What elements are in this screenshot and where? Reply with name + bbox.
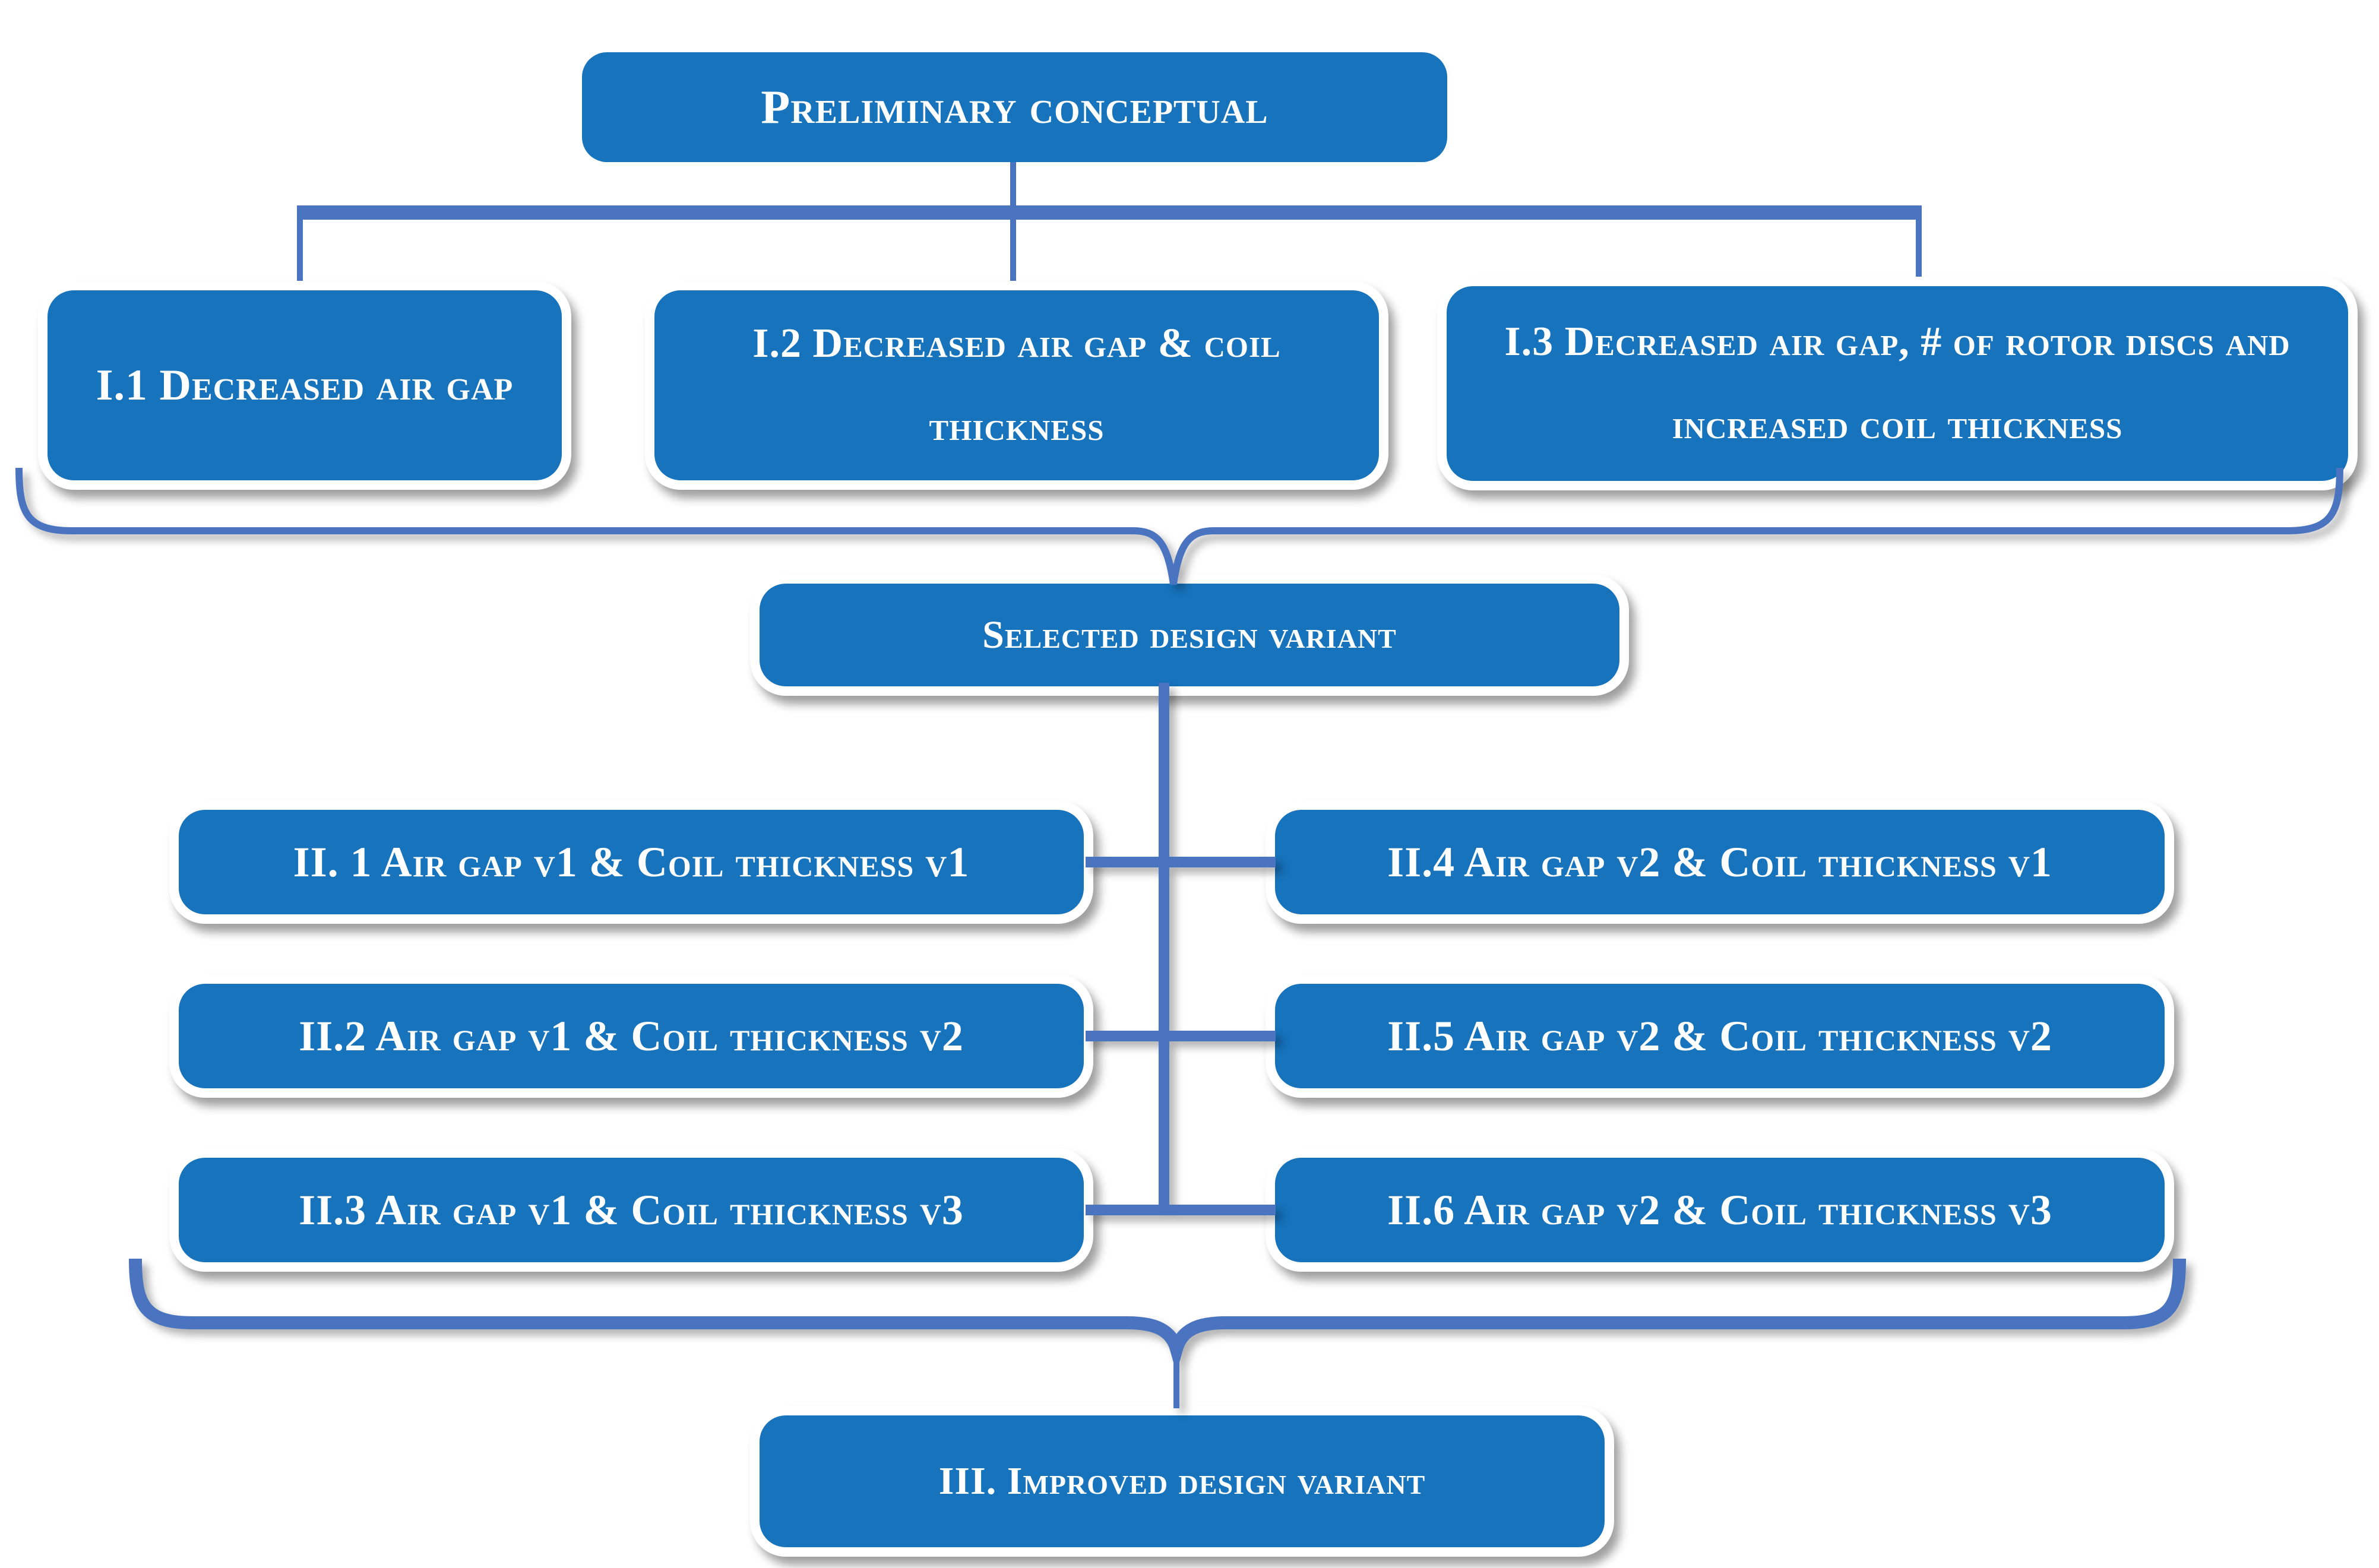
node-selected-label: Selected design variant bbox=[982, 613, 1397, 657]
node-selected-design-variant: Selected design variant bbox=[750, 574, 1629, 696]
node-i3-decreased-air-gap-rotor: I.3 Decreased air gap, # of rotor discs … bbox=[1437, 277, 2358, 490]
node-ii3-inner: II.3 Air gap v1 & Coil thickness v3 bbox=[179, 1158, 1084, 1262]
node-ii1-inner: II. 1 Air gap v1 & Coil thickness v1 bbox=[179, 810, 1084, 914]
node-i3-label: I.3 Decreased air gap, # of rotor discs … bbox=[1504, 319, 2291, 448]
node-ii3-label: II.3 Air gap v1 & Coil thickness v3 bbox=[299, 1186, 964, 1234]
node-i1-inner: I.1 Decreased air gap bbox=[48, 290, 562, 480]
node-ii2: II.2 Air gap v1 & Coil thickness v2 bbox=[169, 974, 1093, 1098]
node-ii1: II. 1 Air gap v1 & Coil thickness v1 bbox=[169, 800, 1093, 924]
node-ii5-inner: II.5 Air gap v2 & Coil thickness v2 bbox=[1275, 984, 2165, 1088]
node-selected-inner: Selected design variant bbox=[760, 584, 1619, 686]
node-ii6: II.6 Air gap v2 & Coil thickness v3 bbox=[1266, 1148, 2174, 1272]
node-ii5-label: II.5 Air gap v2 & Coil thickness v2 bbox=[1387, 1012, 2052, 1060]
node-i1-decreased-air-gap: I.1 Decreased air gap bbox=[38, 281, 571, 490]
node-improved-inner: III. Improved design variant bbox=[760, 1415, 1605, 1547]
node-improved-design-variant: III. Improved design variant bbox=[750, 1406, 1614, 1557]
node-improved-label: III. Improved design variant bbox=[938, 1459, 1426, 1503]
node-ii4: II.4 Air gap v2 & Coil thickness v1 bbox=[1266, 800, 2174, 924]
node-preliminary-conceptual-label: Preliminary conceptual bbox=[761, 81, 1268, 134]
node-ii2-inner: II.2 Air gap v1 & Coil thickness v2 bbox=[179, 984, 1084, 1088]
node-i3-inner: I.3 Decreased air gap, # of rotor discs … bbox=[1447, 286, 2348, 481]
node-ii2-label: II.2 Air gap v1 & Coil thickness v2 bbox=[299, 1012, 964, 1060]
node-ii1-label: II. 1 Air gap v1 & Coil thickness v1 bbox=[293, 838, 970, 886]
node-ii6-label: II.6 Air gap v2 & Coil thickness v3 bbox=[1387, 1186, 2052, 1234]
node-i2-inner: I.2 Decreased air gap & coil thickness bbox=[654, 290, 1379, 480]
upper-brace bbox=[15, 467, 2343, 585]
node-i2-label: I.2 Decreased air gap & coil thickness bbox=[752, 321, 1281, 449]
node-ii5: II.5 Air gap v2 & Coil thickness v2 bbox=[1266, 974, 2174, 1098]
node-ii6-inner: II.6 Air gap v2 & Coil thickness v3 bbox=[1275, 1158, 2165, 1262]
node-ii4-inner: II.4 Air gap v2 & Coil thickness v1 bbox=[1275, 810, 2165, 914]
node-ii4-label: II.4 Air gap v2 & Coil thickness v1 bbox=[1387, 838, 2052, 886]
node-i1-label: I.1 Decreased air gap bbox=[96, 361, 514, 410]
lower-brace bbox=[129, 1258, 2186, 1373]
node-ii3: II.3 Air gap v1 & Coil thickness v3 bbox=[169, 1148, 1093, 1272]
node-preliminary-conceptual: Preliminary conceptual bbox=[582, 52, 1447, 162]
node-i2-decreased-air-gap-coil: I.2 Decreased air gap & coil thickness bbox=[645, 281, 1388, 490]
